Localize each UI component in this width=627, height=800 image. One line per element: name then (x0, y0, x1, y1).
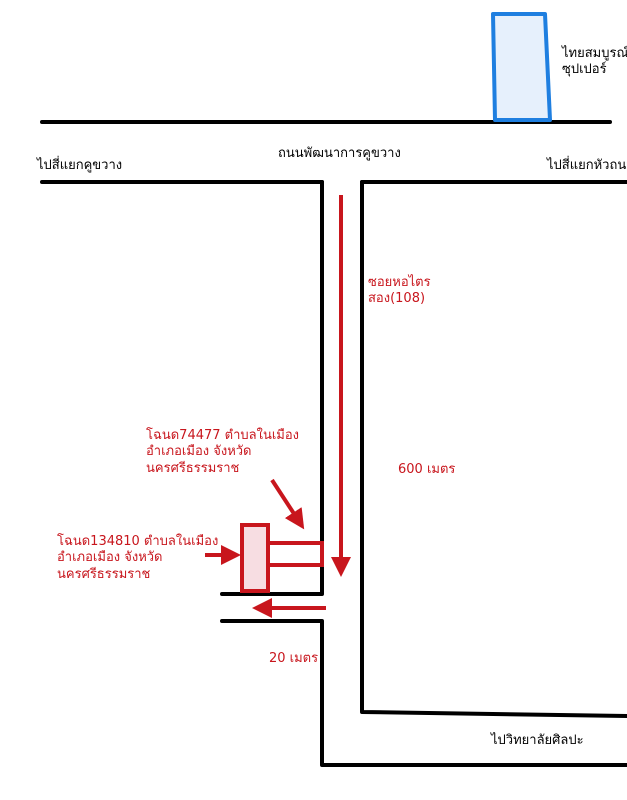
plot-74477-icon (266, 541, 324, 567)
deed-74477-label: โฉนด74477 ตำบลในเมือง อำเภอเมือง จังหวัด… (146, 428, 300, 476)
store-building-icon (491, 12, 552, 122)
college-direction-label: ไปวิทยาลัยศิลปะ (491, 733, 584, 748)
left-direction-label: ไปสี่แยกคูขวาง (37, 158, 123, 173)
deed1-pointer-arrow (270, 478, 305, 530)
main-road-label: ถนนพัฒนาการคูขวาง (278, 146, 401, 161)
plot-134810-icon (240, 523, 270, 593)
soi-left-edge-upper (220, 180, 324, 596)
soi-right-edge (360, 180, 627, 718)
distance-20-label: 20 เมตร (269, 651, 319, 666)
soi-label: ซอยหอไตร สอง(108) (368, 275, 431, 307)
soi-left-edge-lower (220, 619, 627, 767)
deed-134810-label: โฉนด134810 ตำบลในเมือง อำเภอเมือง จังหวั… (57, 534, 219, 582)
store-name-label: ไทยสมบูรณ์ ซุปเปอร์ (562, 46, 627, 78)
right-direction-label: ไปสี่แยกหัวถนน (547, 158, 627, 173)
distance-600-label: 600 เมตร (398, 462, 456, 477)
